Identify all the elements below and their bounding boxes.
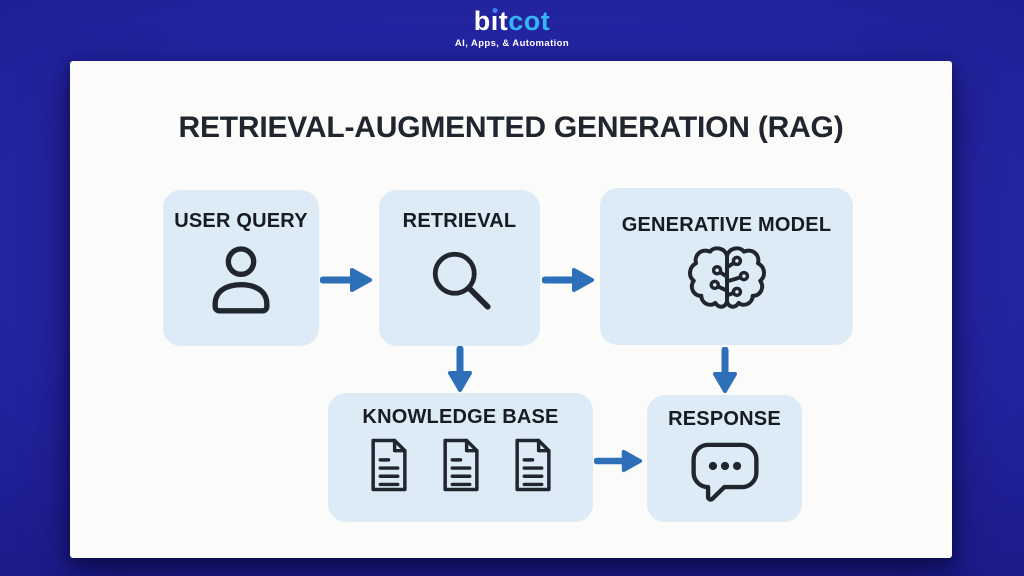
arrow-generative-model-to-response <box>713 347 737 393</box>
brand-part-t: t <box>498 6 509 36</box>
node-user-query-label: USER QUERY <box>174 210 308 232</box>
node-generative-model-label: GENERATIVE MODEL <box>621 214 832 236</box>
node-response: RESPONSE <box>647 395 802 522</box>
diagram-title: RETRIEVAL-AUGMENTED GENERATION (RAG) <box>178 111 844 144</box>
node-generative-model: GENERATIVE MODEL <box>600 188 853 345</box>
magnifier-icon <box>432 251 491 310</box>
person-icon <box>212 246 270 314</box>
speech-bubble-icon <box>690 442 759 502</box>
node-knowledge-base: KNOWLEDGE BASE <box>328 393 593 522</box>
brand-wordmark: bıtcot <box>0 6 1024 37</box>
node-knowledge-base-label: KNOWLEDGE BASE <box>362 406 559 428</box>
document-icon <box>515 438 551 492</box>
brand-part-b: b <box>473 6 491 36</box>
node-retrieval: RETRIEVAL <box>379 190 540 346</box>
brand-tagline: AI, Apps, & Automation <box>454 37 570 49</box>
node-user-query: USER QUERY <box>163 190 319 346</box>
document-icon <box>443 438 479 492</box>
document-icons-row <box>366 436 555 494</box>
arrow-knowledge-base-to-response <box>594 449 643 473</box>
document-icon <box>371 438 407 492</box>
node-response-label: RESPONSE <box>668 408 781 430</box>
arrow-retrieval-to-generative-model <box>542 268 594 292</box>
brain-circuit-icon <box>687 246 766 309</box>
diagram-card: RETRIEVAL-AUGMENTED GENERATION (RAG) USE… <box>70 61 952 558</box>
node-retrieval-label: RETRIEVAL <box>402 210 517 232</box>
brand-part-cot: cot <box>508 6 551 36</box>
arrow-retrieval-to-knowledge-base <box>448 346 472 392</box>
brand-logo: bıtcot AI, Apps, & Automation <box>0 6 1024 49</box>
arrow-user-query-to-retrieval <box>320 268 372 292</box>
brand-letter-i: ı <box>490 6 499 36</box>
